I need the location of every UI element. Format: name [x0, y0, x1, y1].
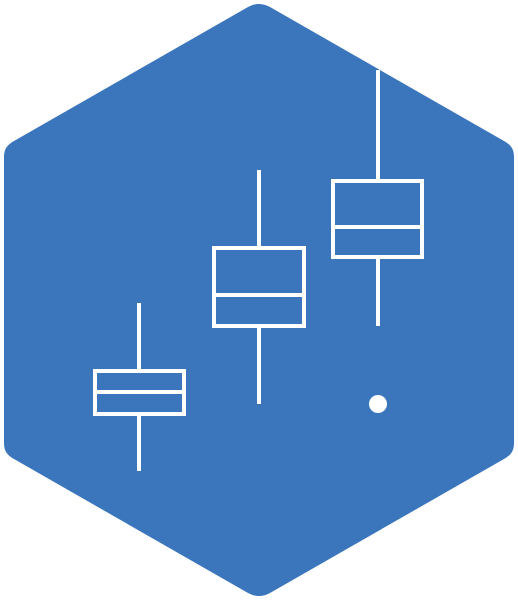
box-plot-right [331, 70, 424, 326]
box-plot-left [93, 303, 186, 471]
outlier-point [369, 395, 387, 413]
box [331, 179, 424, 259]
hexagon-background [4, 4, 514, 596]
box-plot-middle [212, 170, 306, 404]
box [212, 246, 306, 328]
